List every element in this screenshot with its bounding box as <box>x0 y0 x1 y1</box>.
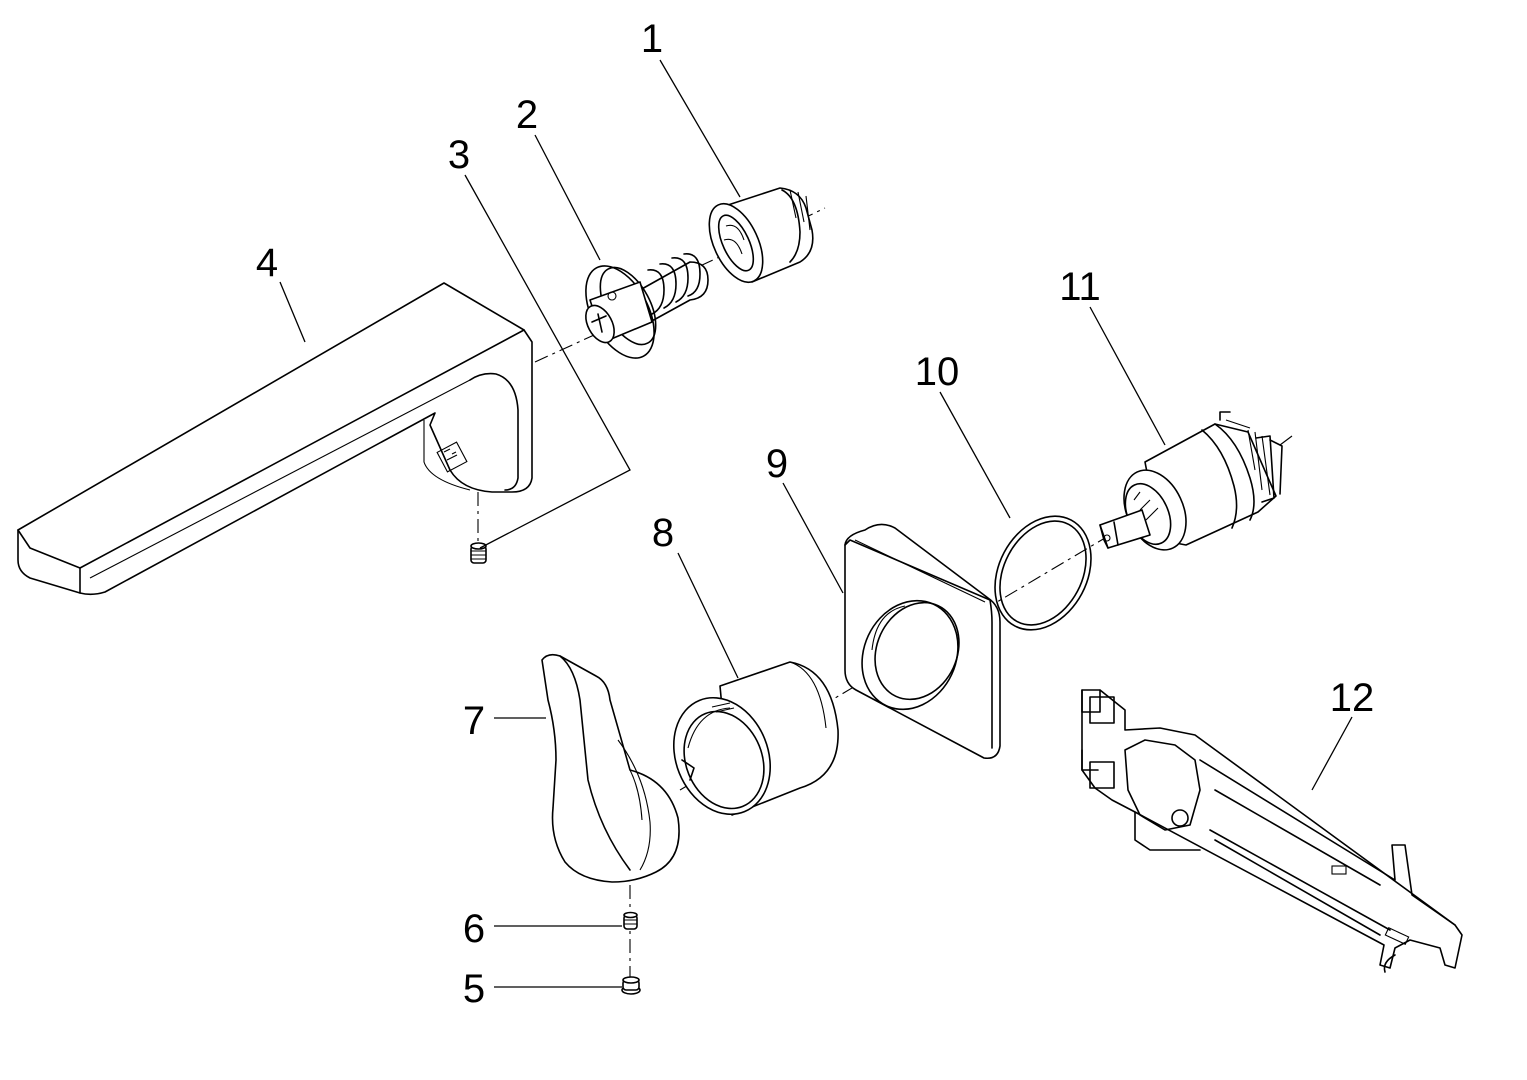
part-number-1: 1 <box>641 17 663 61</box>
leader-1 <box>659 59 741 198</box>
threaded-adapter-icon <box>708 187 814 283</box>
screw-icon <box>621 976 641 995</box>
leader-2 <box>534 134 601 261</box>
flow-regulator-insert-icon <box>585 253 709 359</box>
part-number-11: 11 <box>1059 265 1101 309</box>
leader-9 <box>782 482 844 594</box>
part-number-6: 6 <box>463 907 485 951</box>
part-number-4: 4 <box>256 241 278 285</box>
leader-12 <box>1311 716 1353 791</box>
part-number-3: 3 <box>448 133 470 177</box>
square-rosette-icon <box>844 523 1001 760</box>
leader-4 <box>279 281 306 343</box>
part-number-12: 12 <box>1330 676 1375 720</box>
part-number-5: 5 <box>463 967 485 1011</box>
leader-lines <box>279 59 1353 988</box>
mounting-template-icon <box>1081 689 1463 973</box>
leader-3 <box>464 174 631 549</box>
leader-11 <box>1089 306 1166 446</box>
part-number-9: 9 <box>766 442 788 486</box>
part-number-8: 8 <box>652 511 674 555</box>
cartridge-icon <box>1099 411 1293 551</box>
leader-8 <box>677 552 739 679</box>
sleeve-icon <box>672 661 839 816</box>
leader-10 <box>939 391 1011 519</box>
part-number-7: 7 <box>463 699 485 743</box>
o-ring-icon <box>994 515 1092 631</box>
part-numbers: 1 2 3 4 5 6 7 8 9 10 11 12 <box>256 17 1374 1011</box>
grub-screw-icon <box>623 911 638 930</box>
part-number-2: 2 <box>516 93 538 137</box>
part-number-10: 10 <box>915 350 960 394</box>
wall-spout-icon <box>17 282 533 596</box>
lever-handle-icon <box>541 653 680 883</box>
